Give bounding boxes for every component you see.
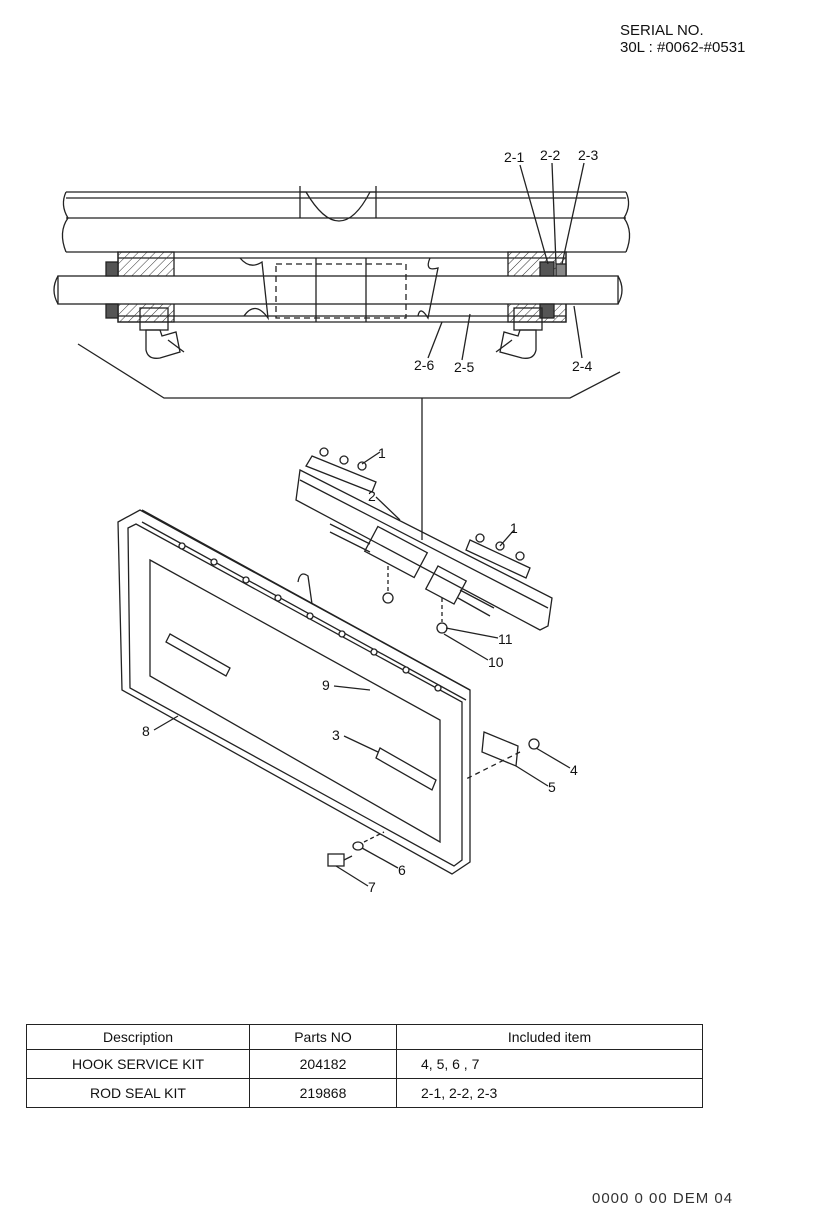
kit-included-items: 2-1, 2-2, 2-3 xyxy=(396,1078,703,1108)
kit-included-items: 4, 5, 6 , 7 xyxy=(396,1049,703,1079)
kit-description: ROD SEAL KIT xyxy=(26,1078,250,1108)
column-header-description: Description xyxy=(26,1024,250,1050)
callout-9: 9 xyxy=(322,677,330,693)
exploded-parts-diagram: 2-1 2-2 2-3 2-4 2-5 2-6 1 2 1 11 10 9 8 … xyxy=(53,147,631,895)
callout-5: 5 xyxy=(548,779,556,795)
serial-label: SERIAL NO. xyxy=(620,22,704,39)
callout-2-2: 2-2 xyxy=(540,147,560,163)
column-header-included-item: Included item xyxy=(396,1024,703,1050)
table-row: HOOK SERVICE KIT 204182 4, 5, 6 , 7 xyxy=(26,1049,703,1079)
callout-2: 2 xyxy=(368,488,376,504)
page-code: 0000 0 00 DEM 04 xyxy=(592,1190,734,1207)
table-header-row: Description Parts NO Included item xyxy=(26,1024,703,1050)
callout-2-5: 2-5 xyxy=(454,359,474,375)
callout-4: 4 xyxy=(570,762,578,778)
callout-6: 6 xyxy=(398,862,406,878)
callout-7: 7 xyxy=(368,879,376,895)
kit-part-number: 204182 xyxy=(249,1049,397,1079)
kit-description: HOOK SERVICE KIT xyxy=(26,1049,250,1079)
callout-1-right: 1 xyxy=(510,520,518,536)
serial-range: 30L : #0062-#0531 xyxy=(620,39,746,56)
callout-3: 3 xyxy=(332,727,340,743)
callout-2-3: 2-3 xyxy=(578,147,598,163)
callout-2-1: 2-1 xyxy=(504,149,524,165)
callout-2-6: 2-6 xyxy=(414,357,434,373)
table-row: ROD SEAL KIT 219868 2-1, 2-2, 2-3 xyxy=(26,1078,703,1108)
callout-8: 8 xyxy=(142,723,150,739)
callout-11: 11 xyxy=(498,631,513,647)
service-kit-table: Description Parts NO Included item HOOK … xyxy=(26,1024,703,1108)
callout-2-4: 2-4 xyxy=(572,358,592,374)
column-header-parts-no: Parts NO xyxy=(249,1024,397,1050)
kit-part-number: 219868 xyxy=(249,1078,397,1108)
callout-10: 10 xyxy=(488,654,504,670)
cylinder-section-view xyxy=(53,162,631,540)
callout-1-upper: 1 xyxy=(378,445,386,461)
serial-number-block: SERIAL NO. 30L : #0062-#0531 xyxy=(620,22,745,56)
carriage-exploded-view xyxy=(117,447,571,887)
